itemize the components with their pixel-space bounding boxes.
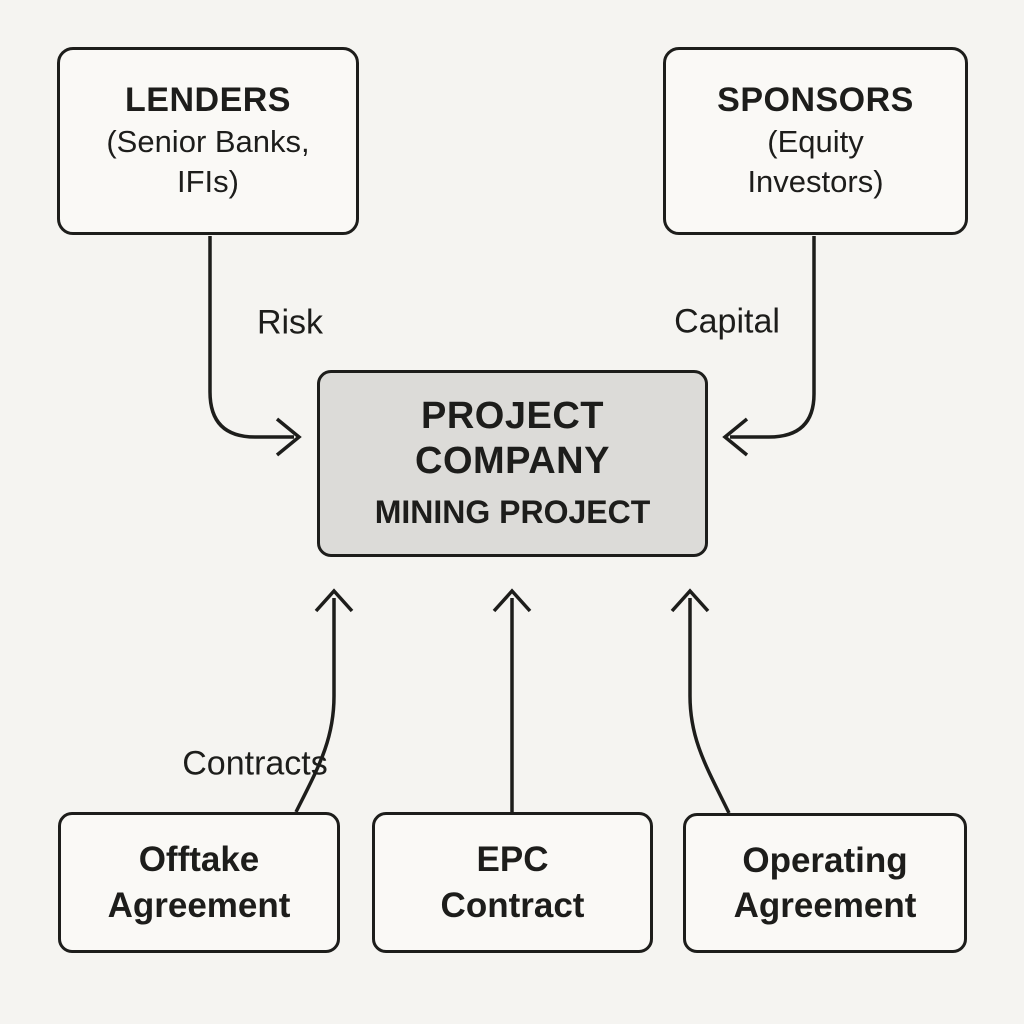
arrowhead-up-icon — [492, 588, 532, 613]
arrowhead-up-icon — [314, 588, 354, 613]
arrowhead-left-icon — [722, 417, 749, 457]
node-sponsors-subtitle: (Equity Investors) — [747, 123, 884, 200]
edge-label-contracts: Contracts — [182, 744, 328, 783]
arrow-operating-to-project — [670, 588, 731, 814]
arrowhead-up-icon — [670, 588, 710, 613]
node-operating-agreement: Operating Agreement — [683, 813, 967, 953]
node-project-company-title: PROJECT COMPANY — [415, 394, 610, 483]
arrow-sponsors-to-project — [722, 236, 816, 457]
arrowhead-right-icon — [275, 417, 302, 457]
node-lenders-title: LENDERS — [125, 81, 291, 120]
node-lenders-subtitle: (Senior Banks, IFIs) — [106, 123, 310, 200]
node-sponsors: SPONSORS (Equity Investors) — [663, 47, 968, 235]
edge-label-capital: Capital — [674, 302, 780, 341]
node-lenders: LENDERS (Senior Banks, IFIs) — [57, 47, 359, 235]
node-epc-contract-label: EPC Contract — [440, 840, 585, 925]
edge-label-risk: Risk — [256, 303, 324, 342]
arrow-lenders-to-project — [208, 236, 302, 457]
node-offtake-agreement-label: Offtake Agreement — [107, 840, 291, 925]
node-offtake-agreement: Offtake Agreement — [58, 812, 340, 953]
node-sponsors-title: SPONSORS — [717, 81, 914, 120]
arrow-offtake-to-project — [294, 588, 354, 813]
node-project-company-subtitle: MINING PROJECT — [374, 493, 651, 530]
arrow-epc-to-project — [492, 588, 532, 812]
node-project-company: PROJECT COMPANY MINING PROJECT — [317, 370, 708, 557]
node-epc-contract: EPC Contract — [372, 812, 653, 953]
node-operating-agreement-label: Operating Agreement — [733, 840, 917, 926]
